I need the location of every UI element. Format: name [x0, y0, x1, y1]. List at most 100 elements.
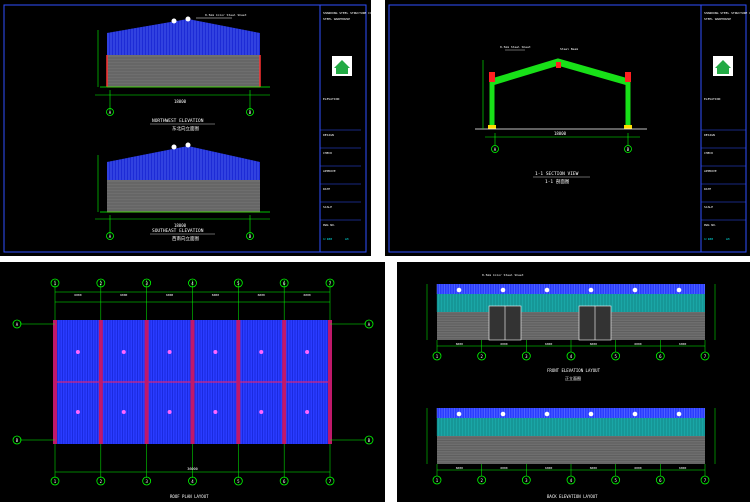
vent-marker: [305, 350, 310, 354]
axis-label-b: B: [627, 147, 630, 152]
vent-marker: [259, 410, 264, 414]
tb-drawing: ELEVATION: [704, 97, 720, 101]
span-dim: 6000: [456, 342, 463, 346]
axis-label-a: A: [109, 110, 112, 115]
axis-bubble-top: [96, 278, 106, 288]
axis-bubble-a: [106, 108, 114, 116]
tb-row-label: DWG NO.: [323, 223, 336, 227]
vent-marker: [167, 350, 172, 354]
axis-number-top: 5: [237, 281, 240, 286]
tb-drawing: ELEVATION: [323, 97, 339, 101]
axis-bubble-bottom: [96, 476, 106, 486]
vent-marker: [75, 410, 80, 414]
sheet-frame: [3, 4, 367, 253]
tb-row-label: DWG NO.: [704, 223, 717, 227]
tb-scale: 1:100: [704, 237, 713, 241]
axis-bubble-top: [279, 278, 289, 288]
axis-number-top: 7: [329, 281, 332, 286]
axis-number-bottom: 5: [237, 479, 240, 484]
dim-label: 18000: [174, 99, 187, 104]
tb-row-label: APPROVE: [323, 169, 336, 173]
axis-number: 7: [704, 354, 707, 359]
roof-vent-icon: [456, 287, 462, 293]
note-right: Steel Beam: [560, 47, 578, 51]
panel-top-right-section: SHANDONG STEEL STRUCTURE CO.,LTDSTEEL WA…: [385, 0, 750, 256]
tb-scale: 1:100: [323, 237, 332, 241]
axis-bubble: [611, 351, 621, 361]
axis-number: 7: [704, 478, 707, 483]
view-sub-upper: 东北向立面图: [172, 125, 199, 132]
axis-bubble-bottom: [142, 476, 152, 486]
vent-marker: [121, 410, 126, 414]
dim-label-lower: 18000: [174, 223, 187, 228]
axis-label-b: B: [249, 110, 252, 115]
axis-bubble-top: [233, 278, 243, 288]
axis-bubble-bottom: [50, 476, 60, 486]
axis-number-bottom: 7: [329, 479, 332, 484]
roof-vent-icon: [632, 411, 638, 417]
note-sheet: 0.5mm Color Steel Sheet: [205, 13, 247, 17]
tb-row-label: DATE: [704, 187, 711, 191]
axis-number-top: 6: [283, 281, 286, 286]
purlin-column: [53, 320, 57, 444]
tb-row-label: DESIGN: [704, 133, 715, 137]
logo-house-icon: [334, 60, 350, 74]
roof-vent-icon: [676, 411, 682, 417]
axis-bubble: [655, 351, 665, 361]
axis-number-bottom: 2: [100, 479, 103, 484]
section-title: 1-1 SECTION VIEW: [535, 171, 579, 177]
span-dim: 6000: [212, 293, 219, 297]
axis-bubble: [521, 475, 531, 485]
axis-bubble-top: [50, 278, 60, 288]
span-dim: 6000: [679, 342, 686, 346]
axis-label-a: A: [494, 147, 497, 152]
front-title: FRONT ELEVATION LAYOUT: [547, 368, 601, 373]
axis-number-bottom: 6: [283, 479, 286, 484]
purlin-column: [98, 320, 103, 444]
axis-number: 1: [436, 354, 439, 359]
panel-top-left-elevations: SHANDONG STEEL STRUCTURE CO.,LTDSTEEL WA…: [0, 0, 371, 256]
axis-label-a-lower: A: [109, 234, 112, 239]
purlin-column: [190, 320, 195, 444]
axis-bubble-b: [246, 108, 254, 116]
tb-row-label: APPROVE: [704, 169, 717, 173]
dim-total: 36000: [187, 467, 198, 471]
axis-number: 4: [570, 354, 573, 359]
tb-sheet: A3: [726, 237, 730, 241]
roof-vent-icon: [676, 287, 682, 293]
view-sub-lower: 西南向立面图: [172, 235, 199, 242]
drawing-top-left: SHANDONG STEEL STRUCTURE CO.,LTDSTEEL WA…: [3, 4, 371, 253]
axis-bubble-left: [12, 319, 22, 329]
portal-frame: A B 18000 0.5mm Steel Sheet Steel Beam 1…: [475, 45, 647, 185]
axis-number: 5: [614, 478, 617, 483]
purlin-column: [144, 320, 149, 444]
elevation-lower: A B 18000 SOUTHEAST ELEVATION 西南向立面图: [95, 142, 270, 242]
purlin-column: [328, 320, 332, 444]
tb-row-label: SCALE: [704, 205, 713, 209]
vent-marker: [213, 350, 218, 354]
axis-number-top: 1: [54, 281, 57, 286]
span-dim: 6000: [590, 342, 597, 346]
axis-bubble-right: [364, 435, 374, 445]
axis-bubble: [432, 351, 442, 361]
axis-bubble-bottom: [233, 476, 243, 486]
span-dim: 6000: [634, 342, 641, 346]
purlin-column: [282, 320, 287, 444]
axis-number-top: 4: [191, 281, 194, 286]
roof-vent-icon: [632, 287, 638, 293]
axis-number-bottom: 4: [191, 479, 194, 484]
axis-number: 6: [659, 478, 662, 483]
axis-number: 3: [525, 354, 528, 359]
tb-company: SHANDONG STEEL STRUCTURE CO.,LTD: [323, 11, 371, 15]
vent-marker: [213, 410, 218, 414]
title-block: SHANDONG STEEL STRUCTURE CO.,LTDSTEEL WA…: [700, 5, 750, 252]
parapet-band: [437, 408, 705, 418]
axis-letter-right: A: [368, 322, 371, 327]
axis-bubble-bottom: [279, 476, 289, 486]
axis-bubble-left: [12, 435, 22, 445]
span-dim: 6000: [545, 466, 552, 470]
axis-label-b-lower: B: [249, 234, 252, 239]
tb-sheet: A3: [345, 237, 349, 241]
